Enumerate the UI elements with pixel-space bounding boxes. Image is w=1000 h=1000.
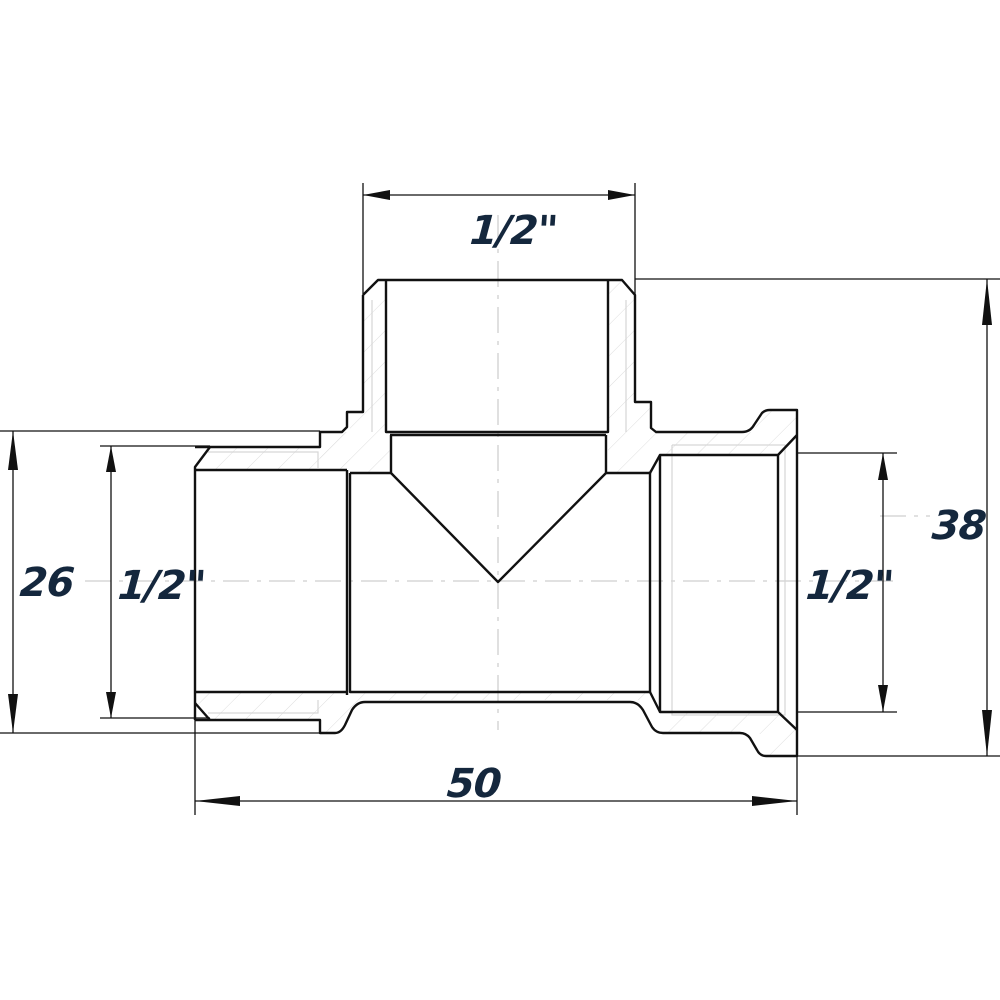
total-height-label: 38 <box>930 503 988 549</box>
dimension-top-port <box>362 183 636 295</box>
thread-ghost-lines <box>208 300 786 716</box>
dimension-left-port <box>100 445 210 719</box>
top-port-thread-label: 1/2" <box>468 208 559 254</box>
centerlines <box>85 215 930 730</box>
right-port-thread-label: 1/2" <box>804 563 895 609</box>
body-diameter-label: 26 <box>18 560 76 606</box>
tee-body-outline <box>193 278 799 758</box>
dimension-body-diameter <box>0 430 320 734</box>
dimension-total-height <box>635 278 1000 757</box>
total-length-label: 50 <box>445 761 503 807</box>
section-hatching <box>195 280 797 756</box>
dimension-total-length <box>194 720 798 815</box>
dimension-right-port <box>797 452 897 713</box>
left-port-thread-label: 1/2" <box>116 563 207 609</box>
